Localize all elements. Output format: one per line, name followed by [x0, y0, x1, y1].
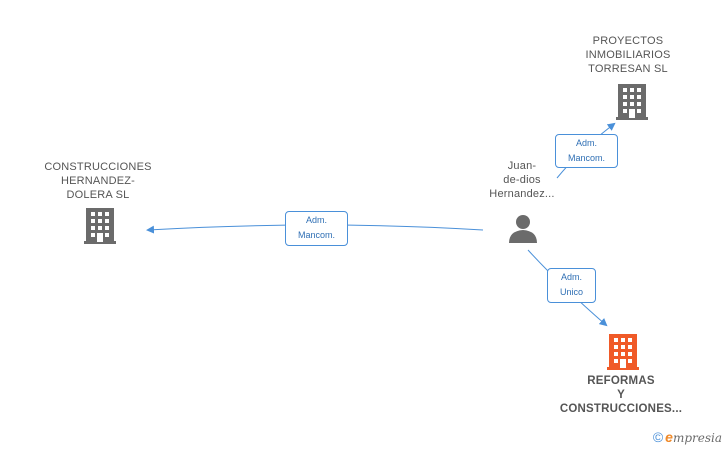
- relation-label-line: Adm.: [575, 138, 597, 148]
- node-label-line: PROYECTOS: [592, 35, 664, 47]
- node-label-hernandez[interactable]: CONSTRUCCIONES HERNANDEZ- DOLERA SL: [40, 160, 156, 202]
- node-label-line: REFORMAS: [587, 375, 655, 387]
- relation-label-line: Mancom.: [567, 153, 605, 163]
- brand-logo: ©empresia: [653, 429, 722, 445]
- node-label-line: Hernandez...: [489, 188, 555, 200]
- relation-label-line: Adm.: [560, 272, 582, 282]
- relation-box-to-hernandez[interactable]: Adm. Mancom.: [285, 211, 348, 246]
- relation-box-to-proyectos[interactable]: Adm. Mancom.: [555, 134, 618, 168]
- node-label-reformas[interactable]: REFORMAS Y CONSTRUCCIONES...: [548, 374, 694, 416]
- building-icon[interactable]: [616, 84, 648, 120]
- person-icon[interactable]: [508, 214, 538, 244]
- relation-label-line: Mancom.: [297, 230, 335, 240]
- node-label-line: TORRESAN SL: [588, 63, 668, 75]
- node-label-line: INMOBILIARIOS: [585, 49, 671, 61]
- relation-label-line: Unico: [559, 287, 583, 297]
- node-label-line: Juan-: [507, 160, 537, 172]
- node-label-line: de-dios: [503, 174, 541, 186]
- node-label-juan[interactable]: Juan- de-dios Hernandez...: [468, 159, 576, 201]
- building-icon[interactable]: [607, 334, 639, 370]
- node-label-line: Y: [617, 389, 625, 401]
- brand-logo-e: e: [665, 429, 673, 445]
- node-label-line: HERNANDEZ-: [60, 175, 136, 187]
- relation-box-to-reformas[interactable]: Adm. Unico: [547, 268, 596, 303]
- node-label-line: CONSTRUCCIONES: [44, 161, 152, 173]
- relation-label-line: Adm.: [305, 215, 327, 225]
- building-icon[interactable]: [84, 208, 116, 244]
- node-label-line: CONSTRUCCIONES...: [559, 403, 683, 415]
- brand-logo-text: mpresia: [672, 431, 722, 445]
- copyright-icon: ©: [652, 429, 664, 445]
- node-label-line: DOLERA SL: [66, 189, 130, 201]
- node-label-proyectos[interactable]: PROYECTOS INMOBILIARIOS TORRESAN SL: [572, 34, 684, 76]
